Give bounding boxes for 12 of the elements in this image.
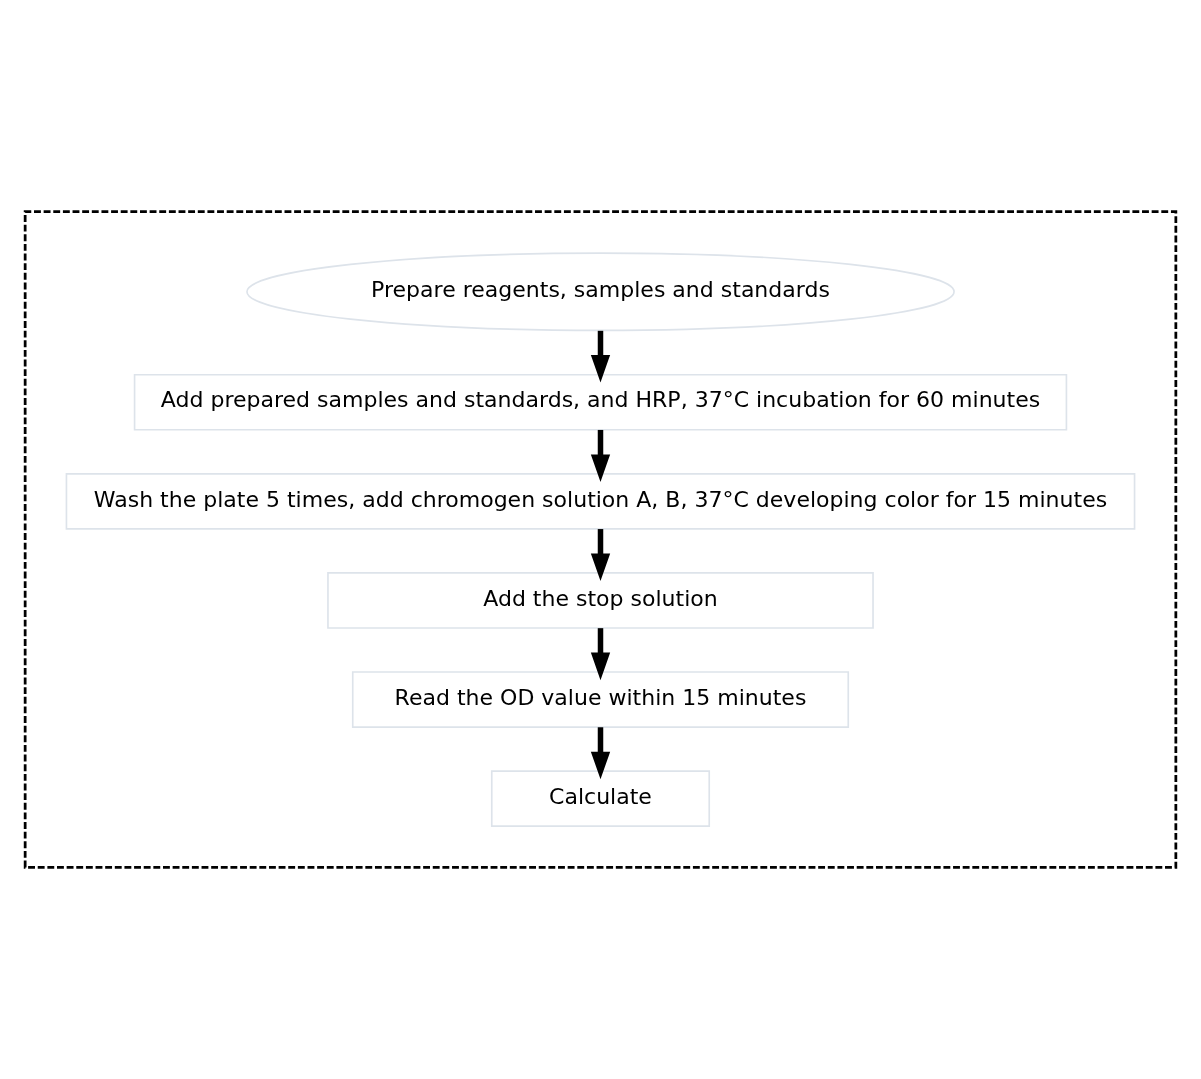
node-box: Read the OD value within 15 minutes — [351, 671, 850, 728]
node-box: Wash the plate 5 times, add chromogen solution A, B, 37°C developing color for 15 minutes — [65, 473, 1136, 530]
arrow — [590, 529, 611, 582]
arrow — [590, 429, 611, 483]
cluster — [23, 210, 1178, 869]
node-box: Calculate — [490, 770, 711, 827]
arrow — [590, 727, 611, 780]
node-box: Add the stop solution — [327, 572, 874, 629]
arrow — [590, 628, 611, 681]
node-box: Add prepared samples and standards, and HRP, 37°C incubation for 60 minutes — [133, 373, 1068, 431]
arrow — [590, 330, 611, 383]
node-ellipse: Prepare reagents, samples and standards — [246, 252, 955, 332]
